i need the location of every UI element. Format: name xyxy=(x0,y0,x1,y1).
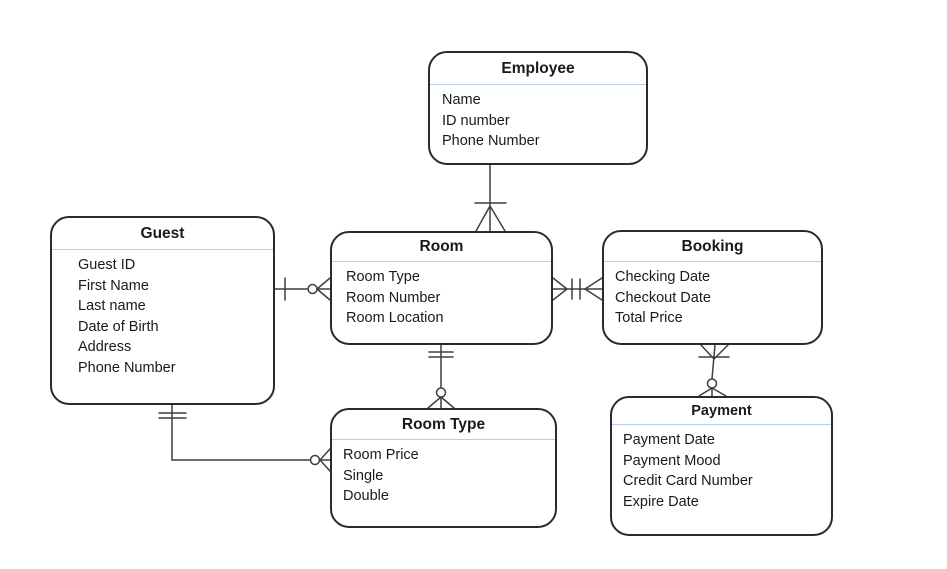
entity-room-type-attr: Room Price xyxy=(343,447,419,463)
entity-employee-title: Employee xyxy=(501,59,575,77)
entity-booking-divider xyxy=(604,261,821,262)
entity-room-type-attr: Double xyxy=(343,488,389,504)
entity-payment-title: Payment xyxy=(691,403,752,419)
crowfoot-zero-or-many-icon xyxy=(307,277,331,301)
entity-room-type-divider xyxy=(332,439,555,440)
entity-employee-attr: ID number xyxy=(442,112,510,129)
entity-guest-title: Guest xyxy=(140,224,185,242)
entity-employee: Employee Name ID number Phone Number xyxy=(428,51,648,165)
entity-employee-attr: Name xyxy=(442,92,481,108)
entity-room-type-title: Room Type xyxy=(401,415,486,433)
entity-room-divider xyxy=(332,261,551,262)
crowfoot-one-or-many-icon xyxy=(579,277,603,301)
entity-guest-attr: Last name xyxy=(78,298,146,314)
entity-guest-divider xyxy=(52,249,273,250)
entity-room-type: Room Type Room Price Single Double xyxy=(330,408,557,528)
entity-employee-divider xyxy=(430,84,646,85)
crowfoot-zero-or-many-icon xyxy=(309,448,331,472)
entity-payment-divider xyxy=(612,424,831,425)
entity-guest-attr: Address xyxy=(78,339,132,355)
cardinality-exactly-one-bars xyxy=(158,412,187,419)
entity-room-attr: Room Type xyxy=(346,269,420,285)
entity-booking: Booking Checking Date Checkout Date Tota… xyxy=(602,230,823,345)
connector-employee-room xyxy=(474,164,507,232)
connector-guest-roomtype xyxy=(158,404,331,472)
crowfoot-zero-or-many-icon xyxy=(698,378,727,397)
crowfoot-zero-or-many-icon xyxy=(427,387,455,409)
entity-payment-attr: Credit Card Number xyxy=(623,473,753,489)
entity-guest: Guest Guest ID First Name Last name Date… xyxy=(50,216,275,405)
connector-booking-payment xyxy=(698,344,730,397)
entity-room-attr: Room Number xyxy=(346,289,441,306)
entity-room: Room Room Type Room Number Room Location xyxy=(330,231,553,345)
entity-payment-attr: Expire Date xyxy=(623,493,699,510)
entity-room-title: Room xyxy=(419,238,464,255)
entity-room-attr: Room Location xyxy=(346,310,444,326)
entity-guest-attr: Phone Number xyxy=(78,359,176,376)
entity-booking-attr: Total Price xyxy=(615,310,683,326)
entity-payment: Payment Payment Date Payment Mood Credit… xyxy=(610,396,833,536)
entity-payment-attr: Payment Mood xyxy=(623,452,721,469)
entity-employee-attr: Phone Number xyxy=(442,133,540,149)
entity-booking-attr: Checking Date xyxy=(615,269,711,285)
crowfoot-one-or-many-icon xyxy=(698,344,730,360)
entity-guest-attr: First Name xyxy=(78,277,149,294)
connector-guest-room xyxy=(274,277,331,301)
crowfoot-one-or-many-icon xyxy=(474,202,507,232)
entity-payment-attr: Payment Date xyxy=(623,432,715,448)
crowfoot-one-or-many-icon xyxy=(552,277,573,301)
entity-booking-title: Booking xyxy=(681,237,744,255)
entity-guest-attr: Guest ID xyxy=(78,257,136,273)
cardinality-exactly-one-bars xyxy=(428,351,454,358)
entity-guest-attr: Date of Birth xyxy=(78,318,159,335)
entity-room-type-attr: Single xyxy=(343,467,384,484)
connector-room-roomtype xyxy=(427,344,455,409)
connector-room-booking xyxy=(552,277,603,301)
entity-booking-attr: Checkout Date xyxy=(615,289,711,306)
